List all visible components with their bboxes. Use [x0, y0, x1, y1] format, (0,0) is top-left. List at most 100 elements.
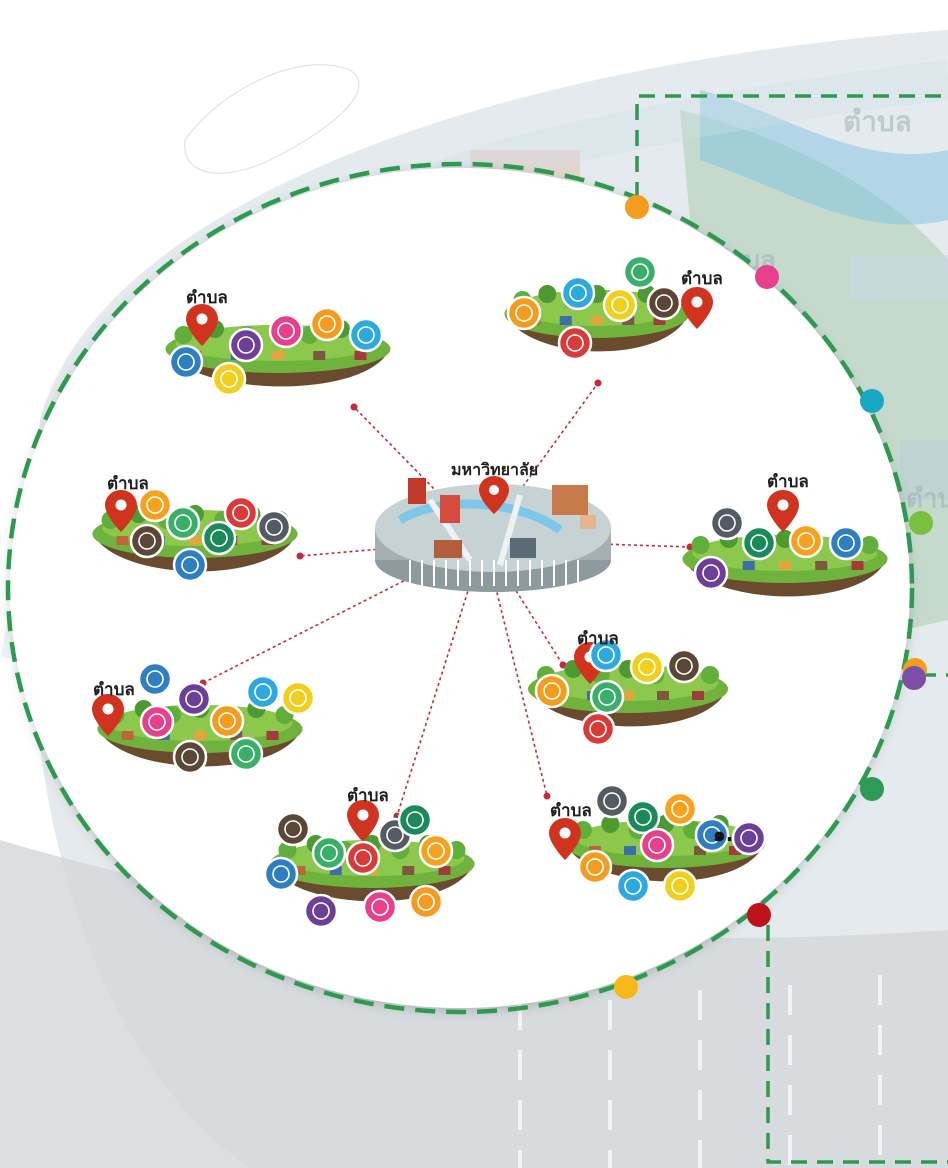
island-house	[354, 351, 367, 360]
background-sketch-scribble	[184, 64, 360, 174]
border-dot-lime	[909, 511, 933, 535]
hub-location-pin-icon	[479, 476, 509, 514]
island-house	[438, 866, 451, 875]
border-dot-purple	[902, 666, 926, 690]
background-building-3	[900, 440, 948, 500]
service-icon	[172, 739, 208, 775]
island-house	[622, 691, 634, 700]
service-icon	[560, 275, 596, 311]
service-icon	[646, 285, 682, 321]
background-label-3: ตำบ	[906, 484, 948, 514]
island-house	[653, 316, 666, 325]
service-icon	[256, 509, 292, 545]
service-icon	[280, 680, 316, 716]
service-icon	[577, 849, 613, 885]
background-label-1: ตำบล	[843, 105, 912, 138]
connector-end-dot	[296, 552, 304, 560]
community-island	[92, 487, 298, 583]
island-house	[189, 536, 201, 545]
community-island	[549, 783, 767, 904]
community-label-4: ตำบล	[767, 472, 809, 492]
hub-building	[580, 515, 596, 529]
community-label-7: ตำบล	[347, 786, 389, 806]
service-icon	[245, 674, 281, 710]
service-icon	[309, 306, 345, 342]
community-label-5: ตำบล	[93, 680, 135, 700]
island-house	[329, 866, 342, 875]
community-island	[528, 637, 728, 747]
island-tree	[538, 285, 557, 303]
service-icon	[263, 856, 299, 892]
location-pin-icon	[186, 304, 218, 346]
connector-end-dot	[350, 403, 358, 411]
service-icon	[589, 679, 625, 715]
community-island	[263, 800, 475, 929]
service-icon	[588, 637, 624, 673]
island-house	[266, 731, 279, 740]
service-icon	[625, 799, 661, 835]
service-icon	[622, 254, 658, 290]
service-icon	[629, 649, 665, 685]
service-icon	[731, 820, 767, 856]
service-icon	[348, 317, 384, 353]
location-pin-icon	[767, 490, 799, 532]
service-icon	[557, 325, 593, 361]
border-dot-pink	[755, 265, 779, 289]
service-icon	[172, 547, 208, 583]
hub-building	[408, 478, 426, 504]
service-icon	[534, 673, 570, 709]
connector-end-dot	[594, 379, 602, 387]
university-hub	[375, 476, 611, 592]
service-icon	[362, 889, 398, 925]
hub-building	[440, 495, 460, 523]
service-icon	[268, 313, 304, 349]
island-tree	[601, 815, 620, 833]
island-house	[591, 316, 603, 325]
island-house	[742, 561, 755, 570]
background-building-1	[850, 255, 948, 300]
island-house	[293, 866, 306, 875]
border-dot-green	[860, 777, 884, 801]
border-dot-orange	[625, 195, 649, 219]
service-icon	[788, 523, 824, 559]
background-river	[700, 90, 948, 225]
border-dot-cyan	[860, 389, 884, 413]
island-house	[272, 351, 284, 360]
service-icon	[139, 704, 175, 740]
community-island	[504, 254, 713, 361]
service-icon	[176, 681, 212, 717]
marker-text: ๑.	[713, 822, 734, 846]
service-icon	[693, 555, 729, 591]
community-label-3: ตำบล	[107, 474, 149, 494]
community-island	[682, 490, 888, 597]
island-house	[729, 846, 741, 855]
service-icon	[168, 344, 204, 380]
location-pin-icon	[105, 490, 137, 532]
island-house	[313, 351, 326, 360]
island-tree	[860, 536, 879, 554]
service-icon	[275, 811, 311, 847]
island-house	[624, 846, 636, 855]
service-icon	[639, 827, 675, 863]
service-icon	[129, 523, 165, 559]
service-icon	[137, 661, 173, 697]
island-house	[657, 691, 669, 700]
border-dot-red	[747, 903, 771, 927]
island-house	[116, 536, 129, 545]
community-island	[165, 304, 391, 397]
community-island	[92, 661, 316, 775]
center-label: มหาวิทยาลัย	[451, 460, 539, 479]
island-house	[851, 561, 864, 570]
service-icon	[223, 495, 259, 531]
service-icon	[741, 525, 777, 561]
island-house	[622, 316, 635, 325]
community-label-8: ตำบล	[550, 801, 592, 821]
main-circle-border	[5, 161, 915, 1015]
service-icon	[662, 868, 698, 904]
connector-end-dot	[543, 792, 551, 800]
island-house	[692, 691, 704, 700]
service-icon	[418, 833, 454, 869]
service-icon	[580, 711, 616, 747]
connector-line	[202, 539, 485, 684]
